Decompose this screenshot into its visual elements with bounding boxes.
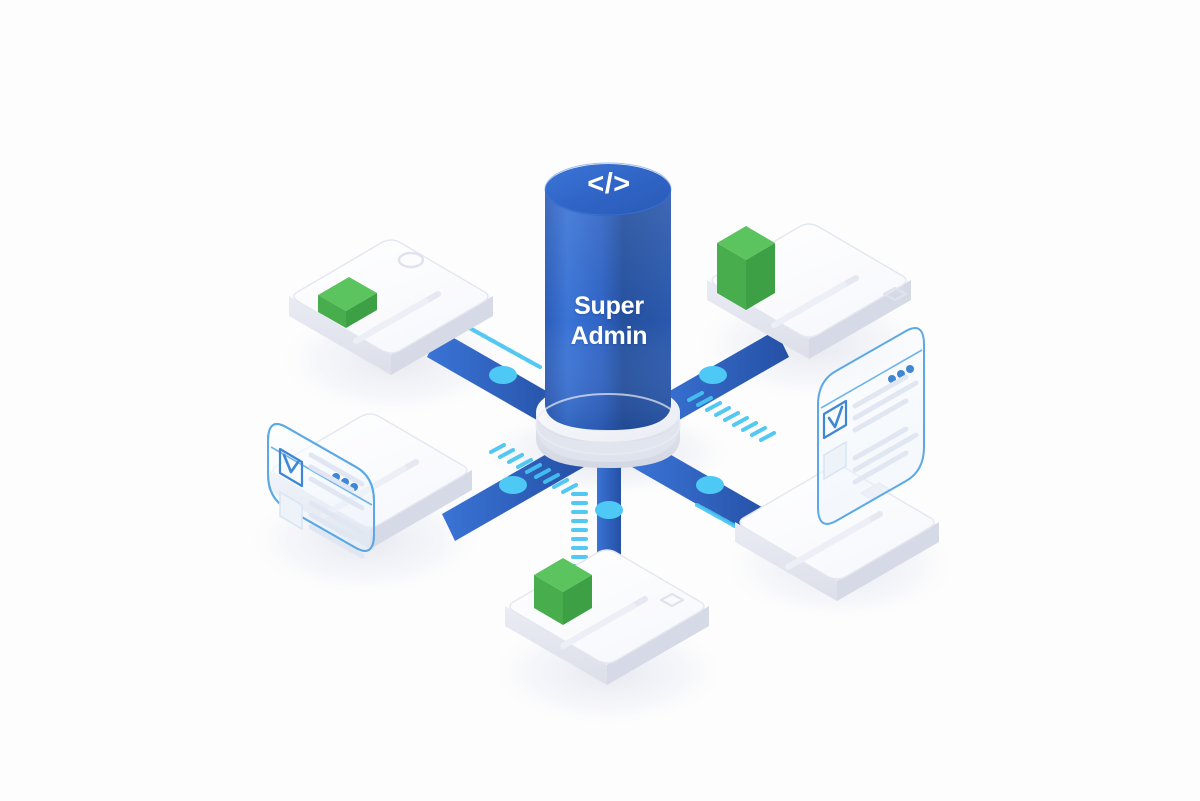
browser-window-right[interactable] xyxy=(817,327,925,525)
hub-base-front-lip xyxy=(535,393,681,462)
card-bottom[interactable] xyxy=(505,549,709,685)
rounded-square-indicator-icon xyxy=(882,286,908,302)
card-top-left[interactable] xyxy=(289,239,493,375)
super-admin-cylinder[interactable] xyxy=(544,162,672,430)
browser-content-lines xyxy=(852,374,919,485)
card-right-browser[interactable] xyxy=(735,327,939,601)
rounded-square-indicator-icon xyxy=(659,592,685,608)
card-left-browser[interactable] xyxy=(267,413,472,559)
checkbox-icon xyxy=(278,447,304,488)
thumbnail-block xyxy=(823,440,847,481)
circle-indicator-icon xyxy=(397,251,425,269)
cylinder-top-face xyxy=(545,164,671,216)
card-text-lines xyxy=(771,275,859,328)
browser-window-left[interactable] xyxy=(267,423,375,559)
green-slab-icon xyxy=(318,277,377,328)
card-text-lines xyxy=(560,596,648,649)
connector-hub-to-top-right[interactable] xyxy=(647,330,789,442)
green-cube-tall-icon xyxy=(717,226,775,310)
connector-group xyxy=(427,318,789,586)
thumbnail-block xyxy=(279,490,303,531)
browser-content-lines xyxy=(308,452,365,559)
card-text-lines xyxy=(353,291,441,344)
connector-hub-to-left[interactable] xyxy=(442,440,584,541)
card-text-lines xyxy=(785,511,883,570)
card-top-right[interactable] xyxy=(707,223,911,359)
checkbox-icon xyxy=(822,399,848,440)
green-cube-icon xyxy=(534,558,592,625)
